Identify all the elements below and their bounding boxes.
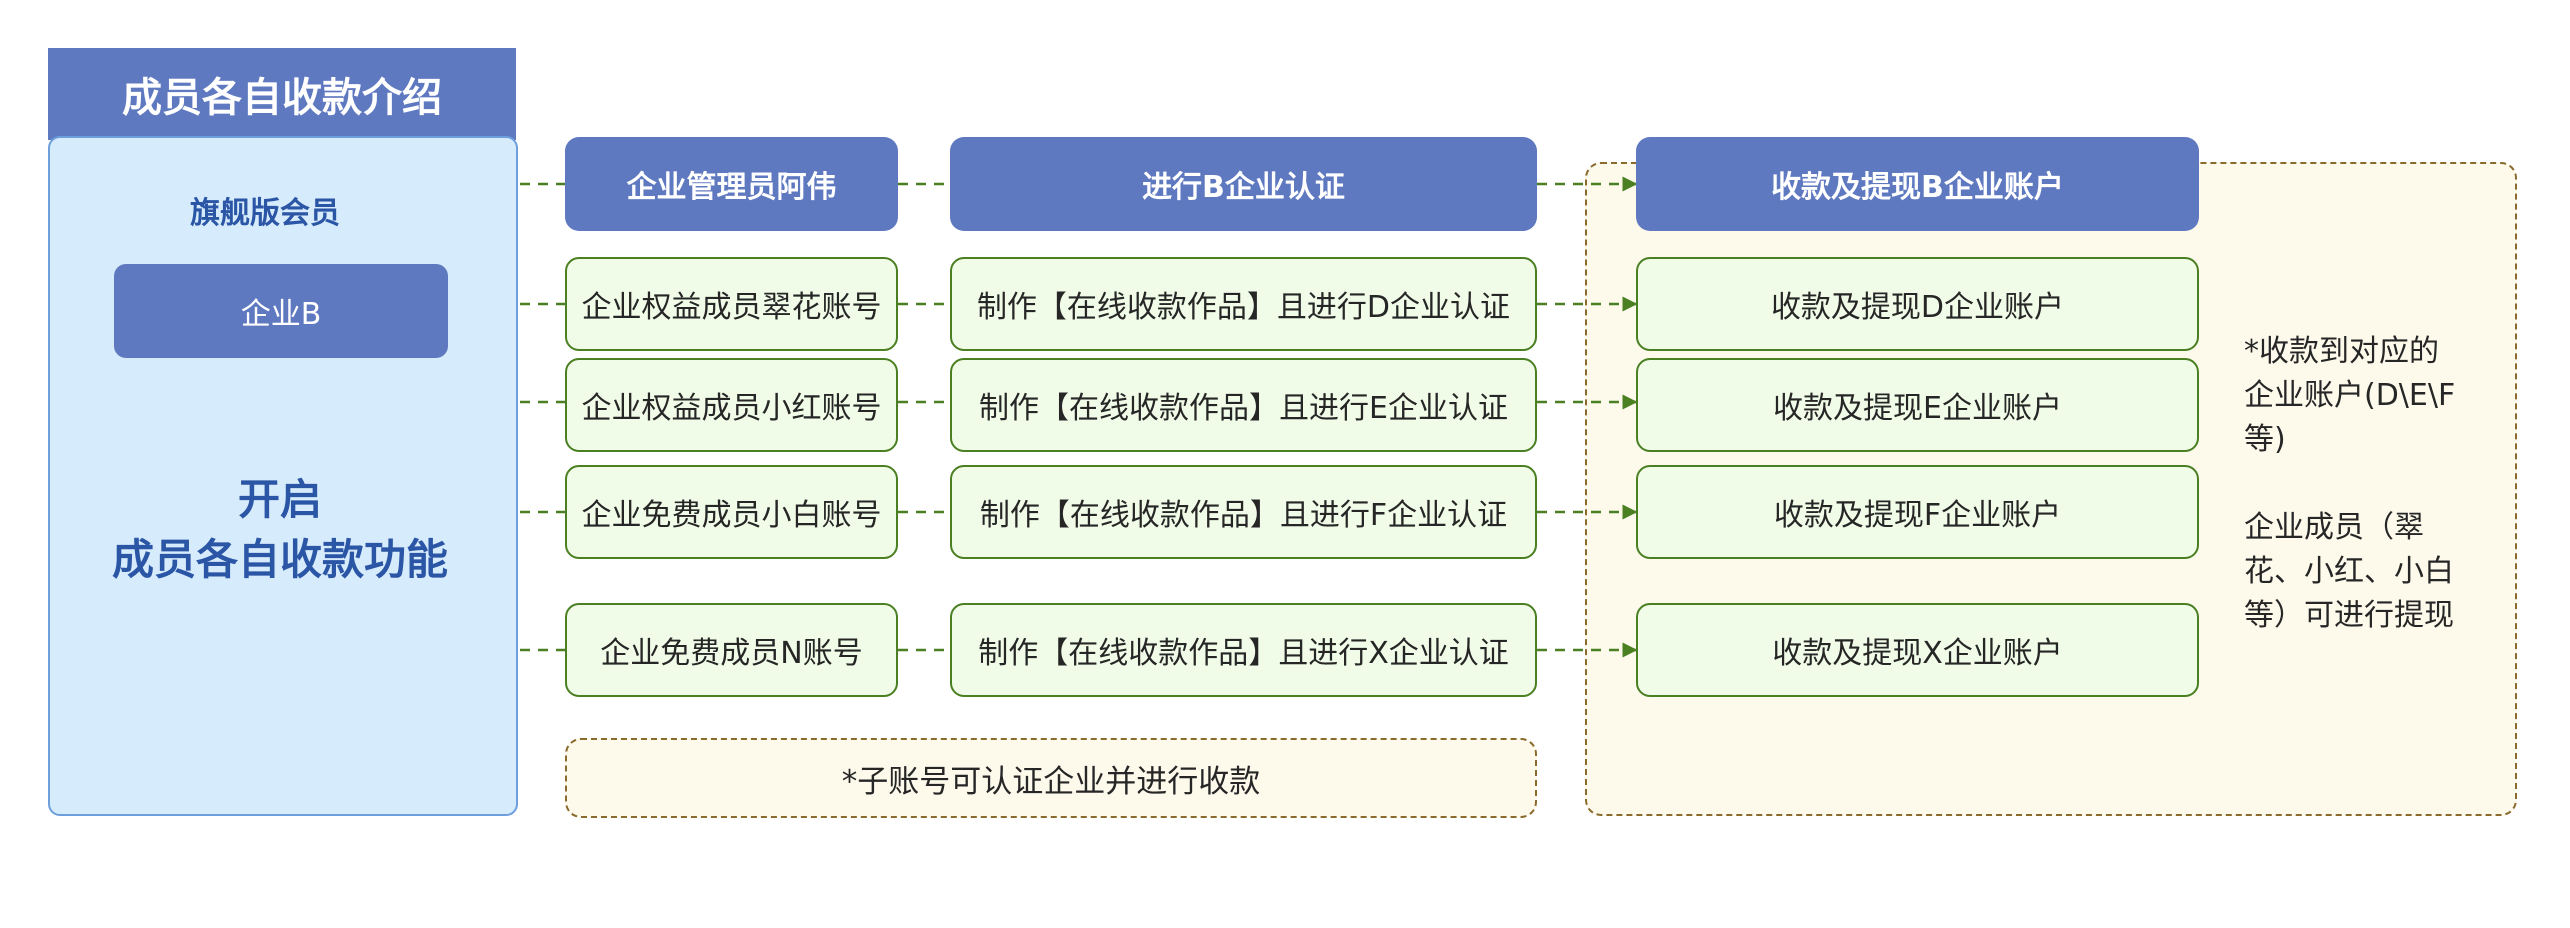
enable-feature-text: 开启 成员各自收款功能: [70, 470, 490, 590]
member-node-admin: 企业管理员阿伟: [565, 137, 898, 231]
side-note-line: 企业账户(D\E\F: [2244, 378, 2456, 413]
enable-line-2: 成员各自收款功能: [111, 535, 448, 584]
side-note-spacer: [2244, 462, 2494, 506]
result-node-b: 收款及提现B企业账户: [1636, 137, 2199, 231]
result-node-e: 收款及提现E企业账户: [1636, 358, 2199, 452]
action-node-x: 制作【在线收款作品】且进行X企业认证: [950, 603, 1537, 697]
side-note-line: 企业成员（翠: [2244, 510, 2424, 545]
member-node-xiaobai: 企业免费成员小白账号: [565, 465, 898, 559]
result-node-x: 收款及提现X企业账户: [1636, 603, 2199, 697]
action-node-b: 进行B企业认证: [950, 137, 1537, 231]
action-node-f: 制作【在线收款作品】且进行F企业认证: [950, 465, 1537, 559]
result-node-d: 收款及提现D企业账户: [1636, 257, 2199, 351]
side-note-line: 等）可进行提现: [2244, 598, 2454, 633]
left-panel: [48, 136, 518, 816]
member-node-xiaohong: 企业权益成员小红账号: [565, 358, 898, 452]
diagram-title: 成员各自收款介绍: [48, 48, 516, 140]
member-node-n: 企业免费成员N账号: [565, 603, 898, 697]
result-node-f: 收款及提现F企业账户: [1636, 465, 2199, 559]
side-note-line: 等): [2244, 422, 2286, 457]
enable-line-1: 开启: [237, 475, 322, 524]
action-node-e: 制作【在线收款作品】且进行E企业认证: [950, 358, 1537, 452]
membership-label: 旗舰版会员: [190, 196, 340, 231]
company-b-node: 企业B: [114, 264, 448, 358]
side-note: *收款到对应的 企业账户(D\E\F 等) 企业成员（翠 花、小红、小白 等）可…: [2244, 330, 2494, 638]
side-note-line: 花、小红、小白: [2244, 554, 2454, 589]
side-note-line: *收款到对应的: [2244, 334, 2439, 369]
sub-account-note: *子账号可认证企业并进行收款: [565, 738, 1537, 818]
member-node-cuihua: 企业权益成员翠花账号: [565, 257, 898, 351]
action-node-d: 制作【在线收款作品】且进行D企业认证: [950, 257, 1537, 351]
